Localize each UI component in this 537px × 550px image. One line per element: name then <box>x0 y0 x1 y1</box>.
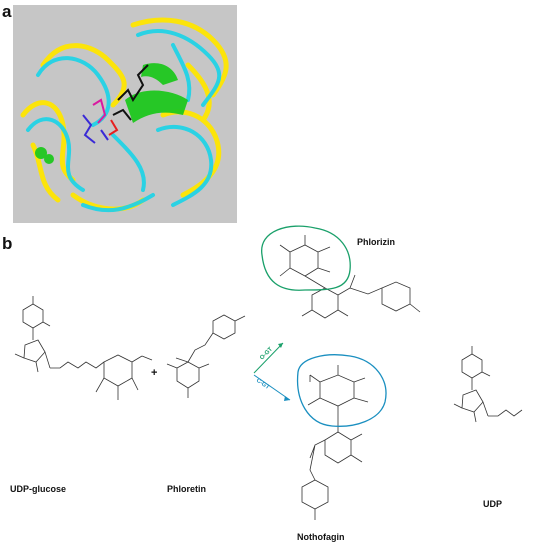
o-gt-arrowhead <box>278 343 283 348</box>
udpglc-uracil-ring <box>22 303 44 329</box>
plus-sign: + <box>151 367 157 379</box>
udp-ribose-ring <box>461 389 484 413</box>
nothofagin-glucose-ring <box>319 374 355 407</box>
phloretin-caption: Phloretin <box>167 484 207 494</box>
phloretin-b-ring <box>212 314 236 340</box>
c-gt-arrow <box>253 374 291 401</box>
udp-uracil-ring <box>461 353 483 379</box>
udpglc-glucose-ring <box>103 354 133 387</box>
udpglc-ribose-ring <box>23 339 46 363</box>
o-gt-arrow <box>253 342 284 374</box>
nothofagin-a-ring <box>324 431 352 464</box>
panel-a-label: a <box>2 2 12 21</box>
c-gt-arrowhead <box>284 396 290 401</box>
c-gt-label: C-GT <box>255 378 271 392</box>
udp-glucose-caption: UDP-glucose <box>10 484 67 494</box>
phloretin-a-ring <box>176 361 200 389</box>
phlorizin-sugar-highlight <box>261 225 351 291</box>
panel-b-label: b <box>2 234 13 253</box>
phlorizin-a-ring <box>311 287 339 319</box>
protein-structure-image <box>13 5 237 223</box>
nothofagin-caption: Nothofagin <box>297 532 345 542</box>
protein-ribbon-illustration <box>13 5 237 223</box>
phlorizin-b-ring <box>381 281 411 312</box>
nothofagin-sugar-highlight <box>296 354 387 427</box>
nothofagin-b-ring <box>301 479 329 510</box>
phlorizin-caption: Phlorizin <box>357 237 395 247</box>
udp-caption: UDP <box>483 499 503 509</box>
phlorizin-glucose-ring <box>289 244 319 277</box>
